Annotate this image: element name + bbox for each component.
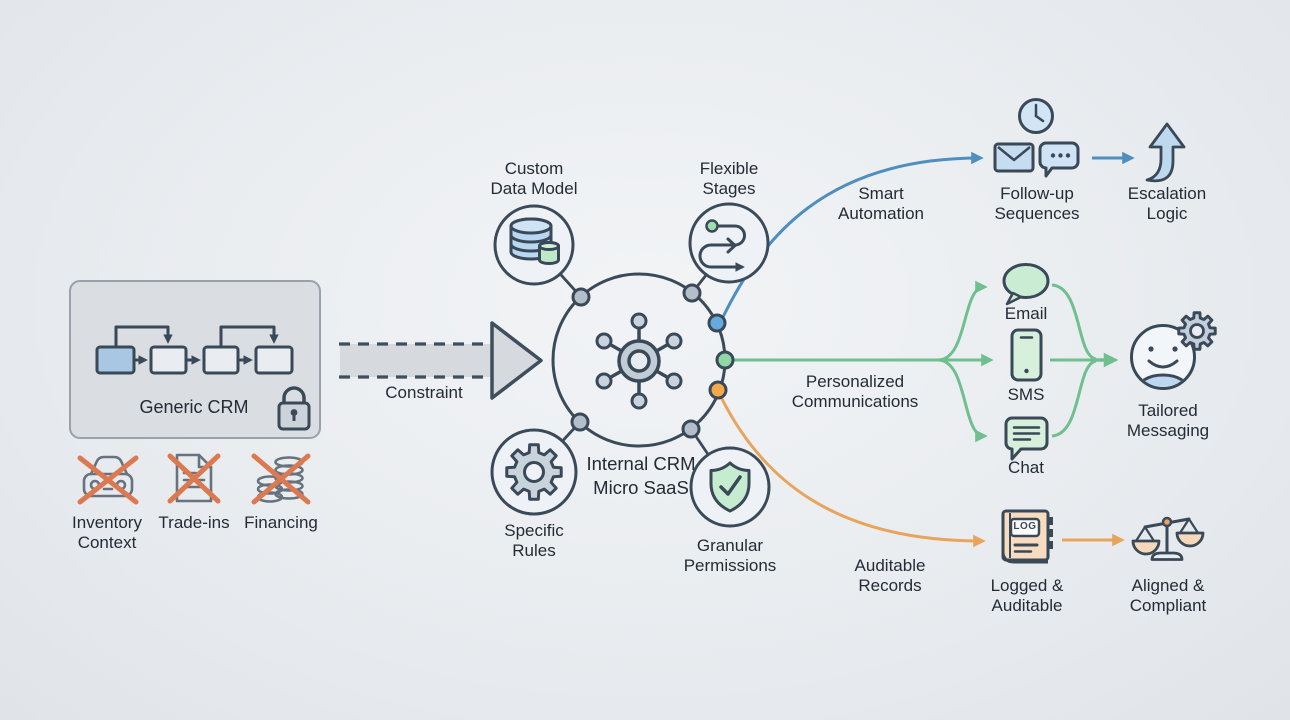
label-custom-data-model: Custom Data Model: [491, 159, 578, 199]
communications-flow-lines: [733, 280, 1119, 443]
cross-icon-tradeins: [167, 453, 221, 504]
label-line: Sequences: [994, 204, 1080, 223]
shield-check-icon: [709, 461, 751, 513]
satellite-granular-permissions: [689, 446, 771, 528]
label-line: Data Model: [490, 179, 578, 198]
label-line: Tailored: [1138, 401, 1198, 420]
sms-phone-icon: [1010, 328, 1043, 382]
scale-icon: [1131, 516, 1205, 561]
label-line: Granular: [696, 536, 764, 555]
label-line: Inventory: [72, 513, 142, 532]
label-auditable-records: Auditable Records: [855, 556, 926, 596]
chat-dots-icon: [1038, 141, 1080, 178]
escalation-arrow-icon: [1145, 122, 1186, 183]
label-line: Aligned &: [1131, 576, 1205, 595]
label-line: Records: [858, 576, 922, 595]
satellite-custom-data-model: [493, 204, 575, 286]
label-line: Automation: [838, 204, 924, 223]
label-escalation-logic: Escalation Logic: [1128, 184, 1206, 224]
label-line: Micro SaaS: [593, 477, 689, 498]
label-granular-permissions: Granular Permissions: [684, 536, 777, 576]
communications-port-dot: [715, 350, 735, 370]
label-specific-rules: Specific Rules: [504, 521, 564, 561]
envelope-icon: [993, 142, 1035, 173]
crm-flowchart-icon: [95, 325, 294, 375]
hub-title: Internal CRM Micro SaaS: [587, 452, 696, 500]
label-personalized-communications: Personalized Communications: [792, 372, 919, 412]
label-smart-automation: Smart Automation: [838, 184, 924, 224]
connector-dot: [571, 287, 591, 307]
audit-port-dot: [708, 380, 728, 400]
label-flexible-stages: Flexible Stages: [700, 159, 759, 199]
generic-crm-label: Generic CRM: [139, 397, 249, 417]
face-gear-icon: [1130, 311, 1217, 390]
label-line: Flexible: [699, 159, 759, 178]
label-email: Email: [1004, 304, 1048, 323]
label-line: Personalized: [805, 372, 905, 391]
log-book-text: LOG: [1013, 521, 1037, 532]
cross-icon-inventory: [77, 455, 139, 505]
label-financing: Financing: [244, 513, 318, 532]
label-line: Communications: [791, 392, 919, 411]
clock-icon: [1018, 98, 1054, 134]
label-line: Logic: [1146, 204, 1188, 223]
email-bubble-icon: [1002, 263, 1050, 306]
label-line: Follow-up: [1000, 184, 1074, 203]
label-line: Messaging: [1126, 421, 1210, 440]
label-line: Custom: [504, 159, 564, 178]
database-icon: [509, 217, 560, 265]
label-line: Stages: [702, 179, 756, 198]
connector-dot: [681, 419, 701, 439]
label-chat: Chat: [1008, 458, 1044, 477]
label-line: Auditable: [854, 556, 926, 575]
satellite-flexible-stages: [688, 202, 770, 284]
label-line: Logged &: [990, 576, 1064, 595]
automation-flow-line: [721, 151, 984, 318]
lock-icon: [277, 386, 311, 431]
log-book-icon: [1001, 509, 1053, 564]
label-aligned-compliant: Aligned & Compliant: [1130, 576, 1207, 616]
cross-icon-financing: [251, 453, 311, 505]
label-line: Rules: [512, 541, 556, 560]
hub-network-icon: [595, 312, 683, 410]
automation-port-dot: [707, 313, 727, 333]
label-tailored-messaging: Tailored Messaging: [1127, 401, 1209, 441]
connector-dot: [570, 412, 590, 432]
label-line: Context: [77, 533, 137, 552]
audit-flow-line: [719, 396, 986, 548]
label-line: Auditable: [991, 596, 1063, 615]
gear-icon: [505, 443, 563, 501]
chat-lines-icon: [1004, 416, 1049, 461]
label-trade-ins: Trade-ins: [158, 513, 230, 532]
label-line: Compliant: [1129, 596, 1207, 615]
label-sms: SMS: [1007, 385, 1045, 404]
label-line: Escalation: [1127, 184, 1207, 203]
label-line: Smart: [858, 184, 904, 203]
label-logged-auditable: Logged & Auditable: [991, 576, 1064, 616]
generic-crm-box: [69, 280, 321, 439]
connector-dot: [682, 283, 702, 303]
label-follow-up-sequences: Follow-up Sequences: [994, 184, 1079, 224]
label-line: Specific: [504, 521, 564, 540]
label-line: Internal CRM: [586, 453, 696, 474]
satellite-specific-rules: [490, 428, 578, 516]
stages-path-icon: [698, 219, 746, 272]
constraint-arrow: [339, 321, 543, 400]
label-inventory-context: Inventory Context: [72, 513, 142, 553]
constraint-label: Constraint: [385, 383, 463, 402]
label-line: Permissions: [683, 556, 777, 575]
